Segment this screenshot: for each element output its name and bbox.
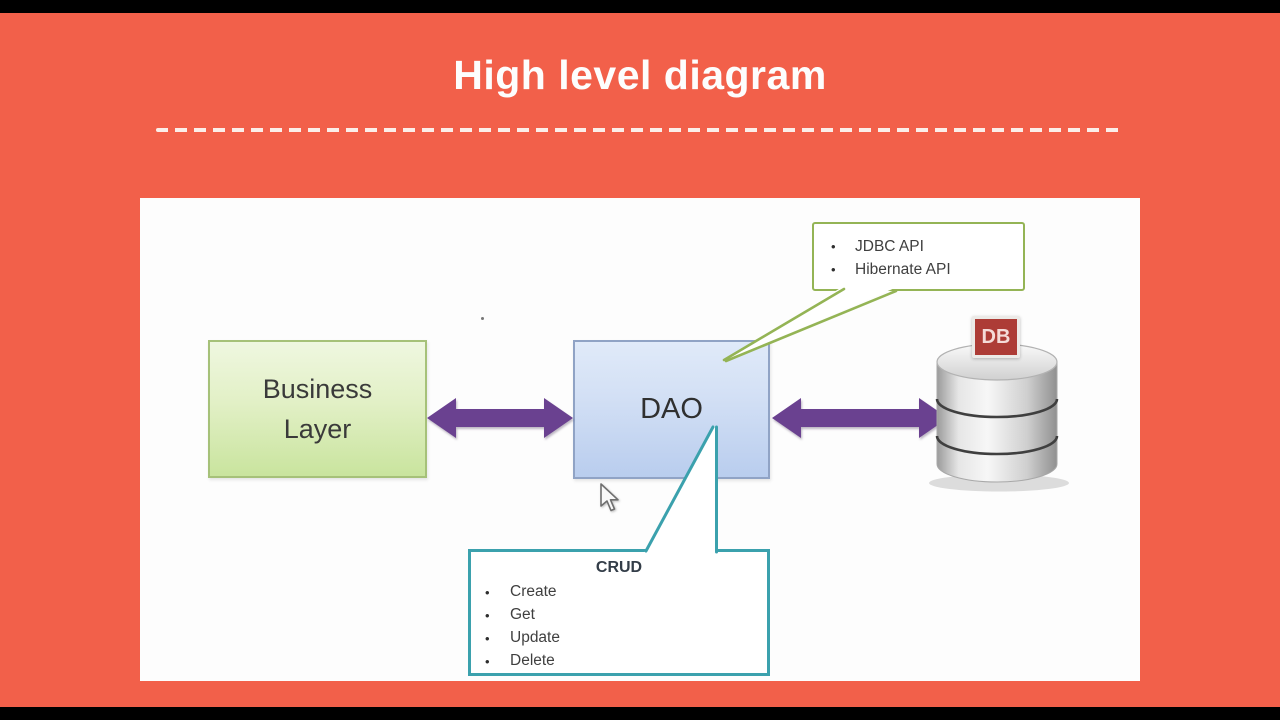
letterbox-bottom [0,707,1280,720]
crud-callout-item: • Delete [485,650,767,673]
bullet-icon: • [485,608,490,623]
business-layer-box: Business Layer [208,340,427,478]
diagram-panel: Business Layer DAO • JDBC API • Hibernat… [140,198,1140,681]
api-callout-item-label: JDBC API [855,238,924,255]
crud-callout: CRUD • Create • Get • Update • Delete [468,549,770,676]
bullet-icon: • [831,262,836,277]
api-callout-item: • JDBC API [831,235,1023,258]
crud-callout-item: • Create [485,581,767,604]
business-layer-label-line1: Business [262,374,373,404]
crud-callout-item-label: Delete [510,652,555,669]
db-badge: DB [972,316,1020,358]
crud-callout-item: • Get [485,604,767,627]
dao-box: DAO [573,340,770,479]
mouse-cursor-icon [600,483,619,512]
letterbox-top [0,0,1280,13]
slide-title: High level diagram [453,52,827,98]
crud-callout-item-label: Update [510,629,560,646]
arrow-dao-db [772,398,948,438]
api-callout-item: • Hibernate API [831,258,1023,281]
crud-callout-title: CRUD [595,559,643,576]
crud-callout-list: • Create • Get • Update • Delete [471,581,767,673]
database-icon [929,343,1069,492]
title-underline [156,128,1124,132]
bullet-icon: • [485,585,490,600]
bullet-icon: • [485,654,490,669]
business-layer-label-line2: Layer [283,414,352,444]
crud-callout-item-label: Create [510,583,557,600]
dao-label: DAO [640,393,703,425]
crud-callout-item-label: Get [510,606,535,623]
db-badge-label: DB [981,325,1011,348]
api-callout: • JDBC API • Hibernate API [812,222,1025,291]
stray-dot [481,317,484,320]
api-callout-item-label: Hibernate API [855,261,951,278]
arrow-business-dao [427,398,573,438]
crud-callout-item: • Update [485,627,767,650]
bullet-icon: • [831,239,836,254]
bullet-icon: • [485,631,490,646]
